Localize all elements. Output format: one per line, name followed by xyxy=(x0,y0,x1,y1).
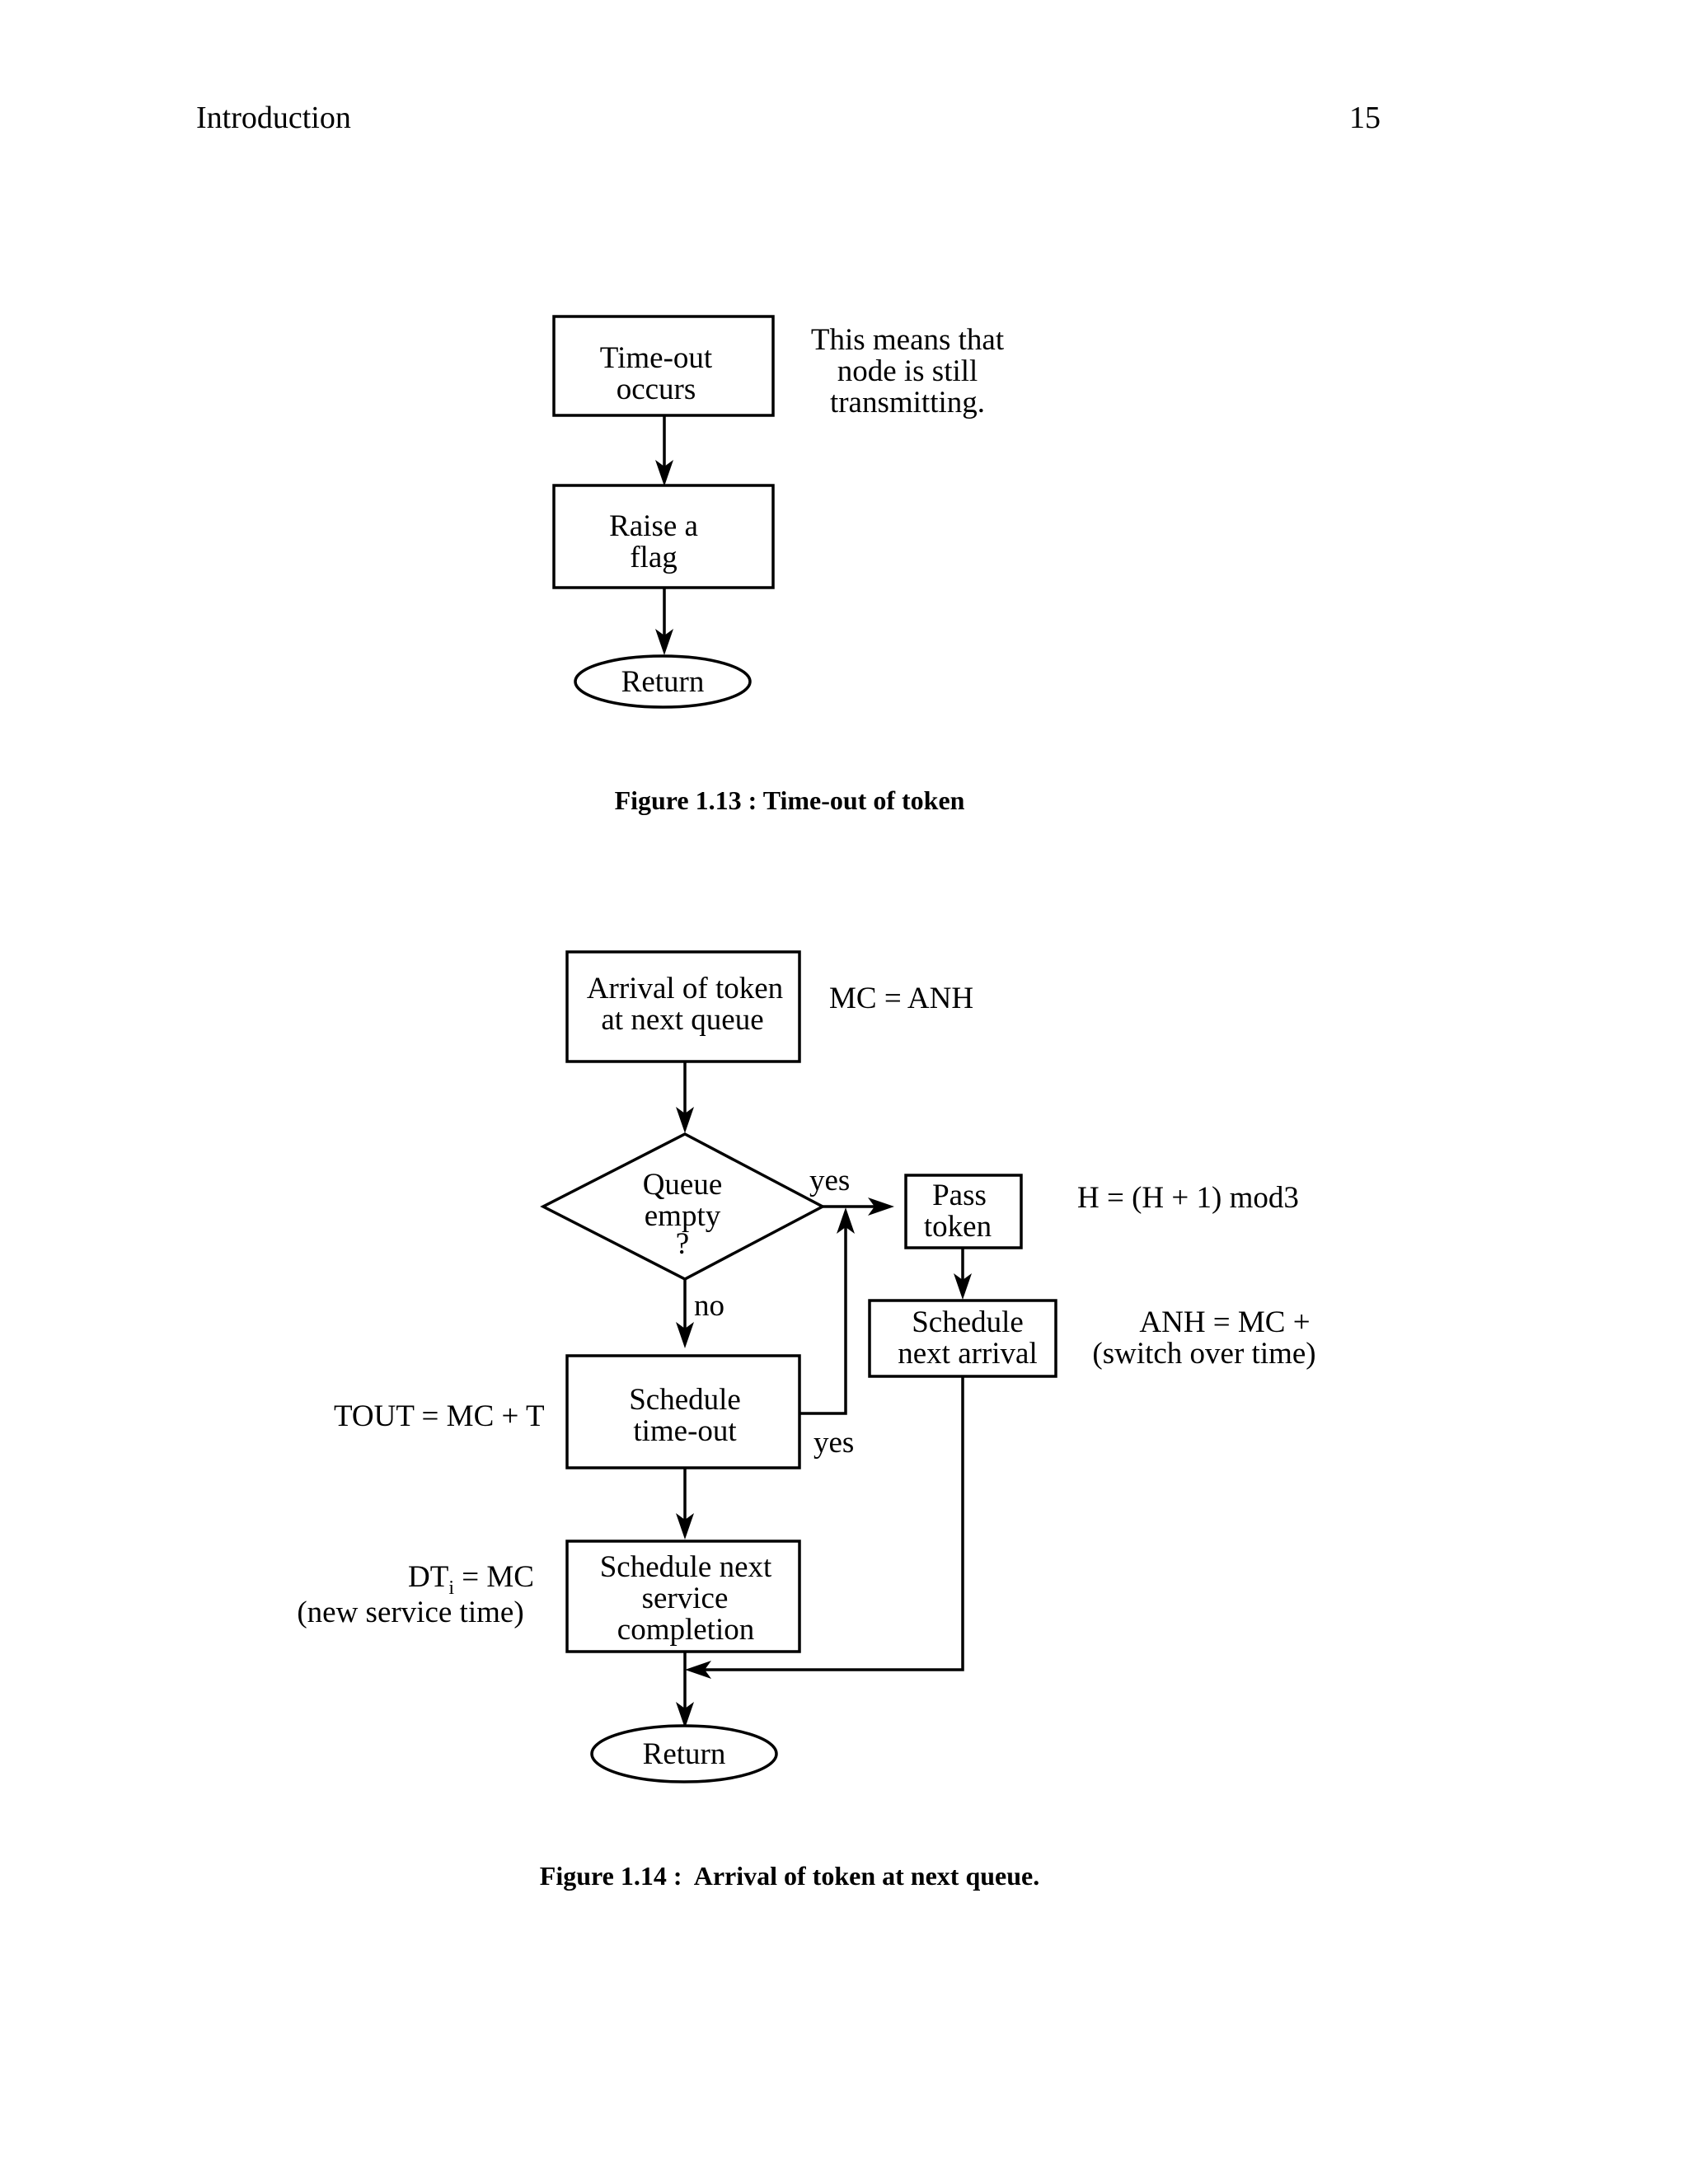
svg-text:Schedule: Schedule xyxy=(629,1383,741,1417)
node-return-2: Return xyxy=(590,1724,778,1783)
caption-figure-1-13: Figure 1.13 : Time-out of token xyxy=(615,785,965,815)
svg-text:next arrival: next arrival xyxy=(898,1337,1038,1371)
arrow-service-to-return xyxy=(676,1652,694,1728)
figure-1-14: Arrival of token at next queue MC = ANH … xyxy=(297,950,1316,1891)
note-still-transmitting: This means that node is still transmitti… xyxy=(811,323,1005,419)
svg-text:DTi = MC: DTi = MC xyxy=(408,1560,534,1599)
page-number: 15 xyxy=(1349,101,1381,135)
arrow-yes-to-pass-token xyxy=(823,1197,894,1216)
node-schedule-timeout: Schedule time-out xyxy=(565,1354,801,1469)
svg-text:Return: Return xyxy=(621,665,705,699)
svg-text:Schedule: Schedule xyxy=(912,1305,1024,1339)
decision-queue-empty: Queue empty ? xyxy=(540,1132,826,1281)
annotation-anh: ANH = MC + (switch over time) xyxy=(1092,1305,1315,1371)
running-header-section: Introduction xyxy=(196,101,351,135)
arrow-arrival-to-decision xyxy=(676,1062,694,1133)
svg-text:Raise a: Raise a xyxy=(609,509,698,543)
node-arrival-of-token: Arrival of token at next queue xyxy=(565,950,801,1063)
svg-text:Arrival of token: Arrival of token xyxy=(587,972,783,1005)
svg-text:occurs: occurs xyxy=(617,373,696,406)
arrow-timeout-to-service xyxy=(676,1468,694,1540)
svg-text:This means that: This means that xyxy=(811,323,1005,357)
node-schedule-service-completion: Schedule next service completion xyxy=(565,1540,801,1653)
svg-text:node is still: node is still xyxy=(837,354,978,388)
svg-text:service: service xyxy=(642,1582,729,1615)
svg-text:transmitting.: transmitting. xyxy=(830,386,985,419)
edge-label-yes-top: yes xyxy=(809,1164,850,1197)
annotation-mc-anh: MC = ANH xyxy=(829,982,973,1015)
arrow-timeout-to-flag xyxy=(655,415,673,486)
node-schedule-next-arrival: Schedule next arrival xyxy=(868,1299,1057,1378)
edge-label-yes-bottom: yes xyxy=(814,1426,854,1460)
node-pass-token: Pass token xyxy=(904,1174,1023,1249)
figure-1-13: Time-out occurs Raise a flag Return This… xyxy=(552,315,1005,815)
svg-text:token: token xyxy=(924,1210,992,1244)
svg-text:at next queue: at next queue xyxy=(601,1003,763,1037)
svg-text:ANH = MC +: ANH = MC + xyxy=(1139,1305,1310,1339)
svg-text:Pass: Pass xyxy=(932,1179,987,1212)
svg-text:completion: completion xyxy=(617,1613,754,1647)
svg-text:?: ? xyxy=(676,1227,689,1261)
annotation-dt-mc: DTi = MC (new service time) xyxy=(297,1560,534,1629)
caption-figure-1-14: Figure 1.14 : Arrival of token at next q… xyxy=(540,1861,1039,1891)
svg-text:(new service time): (new service time) xyxy=(297,1596,523,1629)
annotation-h-mod3: H = (H + 1) mod3 xyxy=(1077,1181,1299,1215)
svg-text:flag: flag xyxy=(630,541,678,574)
edge-label-no: no xyxy=(694,1289,724,1323)
arrow-pass-to-schedule-arrival xyxy=(954,1248,972,1300)
svg-text:Queue: Queue xyxy=(643,1168,723,1202)
node-raise-flag: Raise a flag xyxy=(552,484,775,589)
svg-text:empty: empty xyxy=(645,1199,721,1233)
svg-text:Return: Return xyxy=(643,1737,726,1771)
annotation-tout: TOUT = MC + T xyxy=(334,1399,545,1433)
node-timeout-occurs: Time-out occurs xyxy=(552,315,775,417)
svg-text:(switch over time): (switch over time) xyxy=(1092,1337,1315,1371)
arrow-yes-loop xyxy=(799,1207,855,1415)
svg-text:Time-out: Time-out xyxy=(600,341,713,375)
arrow-arrival-back-to-merge xyxy=(685,1376,964,1679)
arrow-no-to-schedule-timeout xyxy=(676,1279,694,1348)
svg-text:time-out: time-out xyxy=(633,1414,737,1448)
svg-text:Schedule next: Schedule next xyxy=(600,1550,772,1584)
node-return-1: Return xyxy=(574,654,752,709)
arrow-flag-to-return xyxy=(655,588,673,655)
